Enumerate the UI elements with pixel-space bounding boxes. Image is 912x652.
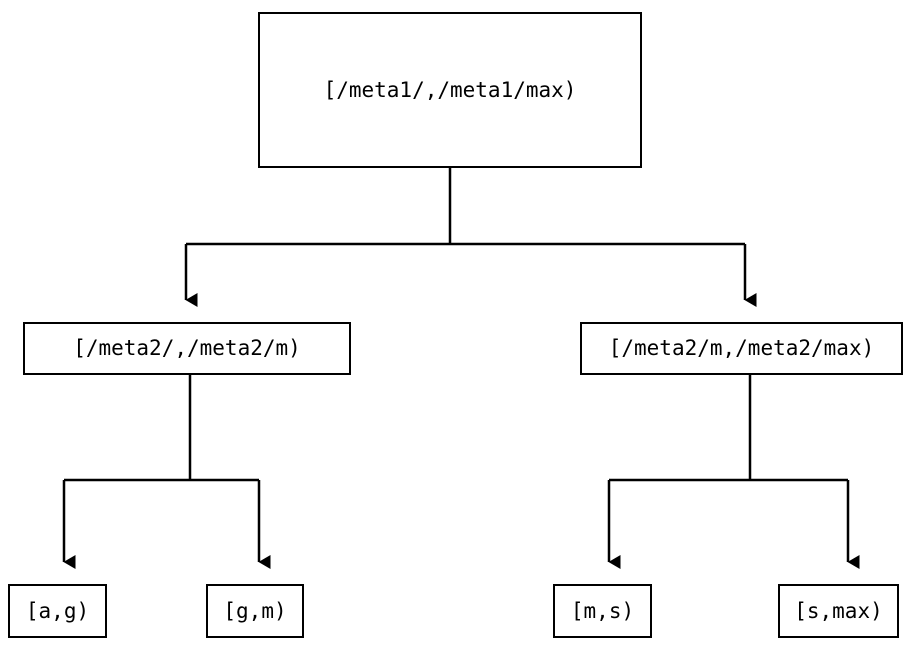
node-leaf-s-max: [s,max) — [778, 584, 899, 638]
node-leaf-s-max-label: [s,max) — [794, 598, 883, 623]
node-level2-right: [/meta2/m,/meta2/max) — [580, 322, 903, 375]
node-leaf-a-g: [a,g) — [8, 584, 107, 638]
node-leaf-m-s: [m,s) — [553, 584, 652, 638]
node-leaf-g-m: [g,m) — [206, 584, 304, 638]
edge-left-to-leaves — [62, 375, 271, 569]
node-leaf-a-g-label: [a,g) — [25, 598, 90, 623]
edge-right-to-leaves — [607, 375, 860, 569]
node-leaf-g-m-label: [g,m) — [223, 598, 287, 623]
node-level2-right-label: [/meta2/m,/meta2/max) — [608, 336, 875, 360]
node-level2-left: [/meta2/,/meta2/m) — [23, 322, 351, 375]
node-root: [/meta1/,/meta1/max) — [258, 12, 642, 168]
node-level2-left-label: [/meta2/,/meta2/m) — [73, 336, 301, 360]
node-leaf-m-s-label: [m,s) — [570, 598, 635, 623]
node-root-label: [/meta1/,/meta1/max) — [323, 77, 577, 102]
edge-root-to-level2 — [184, 168, 757, 307]
